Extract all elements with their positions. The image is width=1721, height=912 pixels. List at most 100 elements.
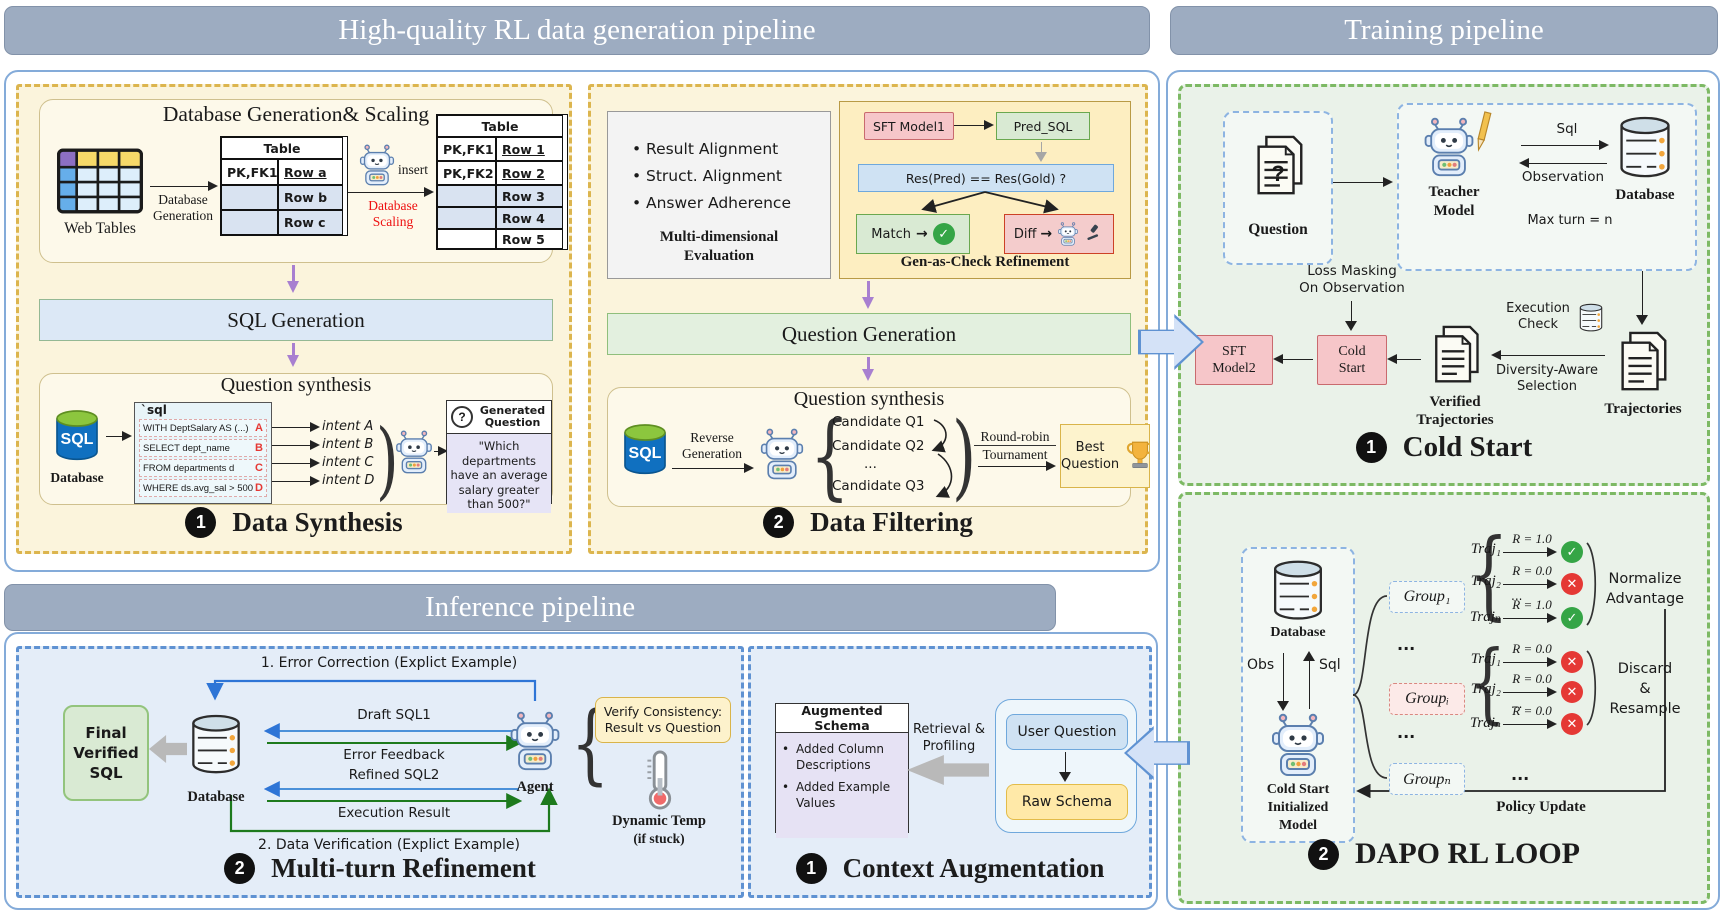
sql-up-arrow: [1303, 651, 1316, 709]
trajectories-icon: [1611, 327, 1673, 399]
traj-fail-icon: ✕: [1561, 681, 1583, 703]
check-icon: ✓: [932, 223, 955, 245]
step-badge: 1: [1355, 432, 1387, 463]
question-doc-box: ? Question: [1223, 111, 1333, 265]
sql-database-icon-text: SQL: [60, 431, 94, 448]
intent-label: intent C: [322, 455, 374, 470]
round-robin-arrow: [978, 461, 1056, 472]
dapo-db-label: Database: [1270, 625, 1326, 640]
flow-arrow-3: [861, 281, 874, 309]
intent-label: intent D: [322, 473, 375, 488]
traj-arrow: [1503, 687, 1557, 698]
context-aug-panel: Augmented Schema Added Column Descriptio…: [748, 646, 1152, 898]
traj-reward: R = 0.0: [1512, 703, 1552, 718]
traj-reward: R = 1.0: [1512, 597, 1552, 612]
sql-arrow: [1521, 140, 1609, 151]
groupi-open-brace: {: [1469, 631, 1506, 734]
loss-masking-arrow: [1345, 301, 1358, 331]
candidates-close-paren: ): [952, 401, 977, 511]
web-tables-label: Web Tables: [64, 220, 136, 237]
pred-sql-box: Pred_SQL: [996, 112, 1090, 140]
db-gen-title: Database Generation& Scaling: [162, 102, 430, 126]
training-db-label: Database: [1615, 187, 1675, 203]
verified-trajectories-icon: [1425, 321, 1485, 391]
data-synthesis-label-row: 1 Data Synthesis: [19, 507, 569, 538]
generated-question-text: "Which departments have an average salar…: [447, 433, 551, 513]
verified-to-cold-arrow: [1387, 354, 1421, 365]
execution-check-db-icon: [1577, 303, 1605, 333]
training-pipeline-title-text: Training pipeline: [1344, 14, 1544, 46]
intent-merge-bracket: ): [376, 410, 399, 510]
error-correction-label: 1. Error Correction (Explict Example): [260, 655, 518, 671]
thermometer-icon: [643, 749, 677, 811]
traj-arrow: [1503, 719, 1557, 730]
context-aug-label-row: 1 Context Augmentation: [751, 853, 1149, 884]
groups-dots: ...: [1397, 723, 1416, 742]
question-synthesis-title-1: Question synthesis: [220, 374, 372, 396]
obs-arrow: [1277, 653, 1290, 711]
schema-bullet: Added Column Descriptions: [778, 741, 904, 773]
db-generation-arrow: [150, 181, 218, 192]
rl-data-pipeline-title: High-quality RL data generation pipeline: [4, 6, 1150, 55]
diff-box: Diff →: [1004, 214, 1114, 254]
multi-turn-panel: 1. Error Correction (Explict Example) Fi…: [16, 646, 744, 898]
flow-arrow-2: [286, 343, 299, 367]
dapo-label: DAPO RL LOOP: [1354, 837, 1580, 870]
intent-label: intent A: [322, 419, 374, 434]
question-to-teacher-arrow: [1333, 177, 1393, 188]
flow-arrow-4: [861, 357, 874, 381]
dapo-label-row: 2 DAPO RL LOOP: [1181, 837, 1707, 871]
refine-robot-icon: [1058, 222, 1078, 246]
dapo-panel: Database Obs Sql Cold Start Initialized …: [1178, 492, 1710, 904]
group1-box: Group₁: [1389, 581, 1465, 613]
traj-dots: ...: [1511, 589, 1523, 603]
candidate-dots: ...: [864, 456, 877, 472]
gen-as-check-caption: Gen-as-Check Refinement: [900, 254, 1070, 270]
data-filtering-panel: Result Alignment Struct. Alignment Answe…: [588, 84, 1150, 554]
sql-generation-bar: SQL Generation: [39, 299, 553, 341]
eval-bullet: Struct. Alignment: [628, 163, 791, 190]
traj-fail-icon: ✕: [1561, 573, 1583, 595]
candidates-open-brace: {: [810, 401, 850, 511]
question-generation-bar: Question Generation: [607, 313, 1131, 355]
question-mark-icon: ?: [451, 406, 473, 428]
if-stuck-label: (if stuck): [633, 831, 685, 846]
match-box: Match → ✓: [856, 214, 970, 254]
question-doc-mark: ?: [1271, 161, 1285, 186]
discard-resample-label: Discard&Resample: [1609, 661, 1681, 717]
gavel-icon: [1087, 224, 1099, 241]
augmented-schema-title: Augmented Schema: [801, 703, 883, 733]
data-synthesis-panel: Database Generation& Scaling Web Tables …: [16, 84, 572, 554]
question-label: Question: [1248, 221, 1308, 238]
traj-name: Traj₂: [1470, 573, 1501, 589]
db-to-traj-arrow: [1636, 271, 1649, 325]
sql-code-line: WITH DeptSalary AS (...)A: [139, 419, 267, 437]
traj-reward: R = 0.0: [1512, 641, 1552, 656]
dynamic-temp-label: Dynamic Temp: [612, 813, 706, 829]
question-gen-robot-icon: [392, 430, 436, 474]
training-db-icon: [1615, 115, 1675, 181]
candidate-cycle-arrows: [931, 419, 953, 498]
inference-pipeline-title-text: Inference pipeline: [424, 591, 636, 623]
agent-robot-icon: [510, 711, 560, 771]
multi-turn-label: Multi-turn Refinement: [271, 853, 536, 883]
pencil-icon: [1470, 108, 1497, 157]
traj-fail-icon: ✕: [1561, 651, 1583, 673]
user-question-box: User Question: [1006, 714, 1128, 750]
trajectories-label: Trajectories: [1604, 401, 1682, 417]
intent-arrow: [272, 422, 320, 433]
